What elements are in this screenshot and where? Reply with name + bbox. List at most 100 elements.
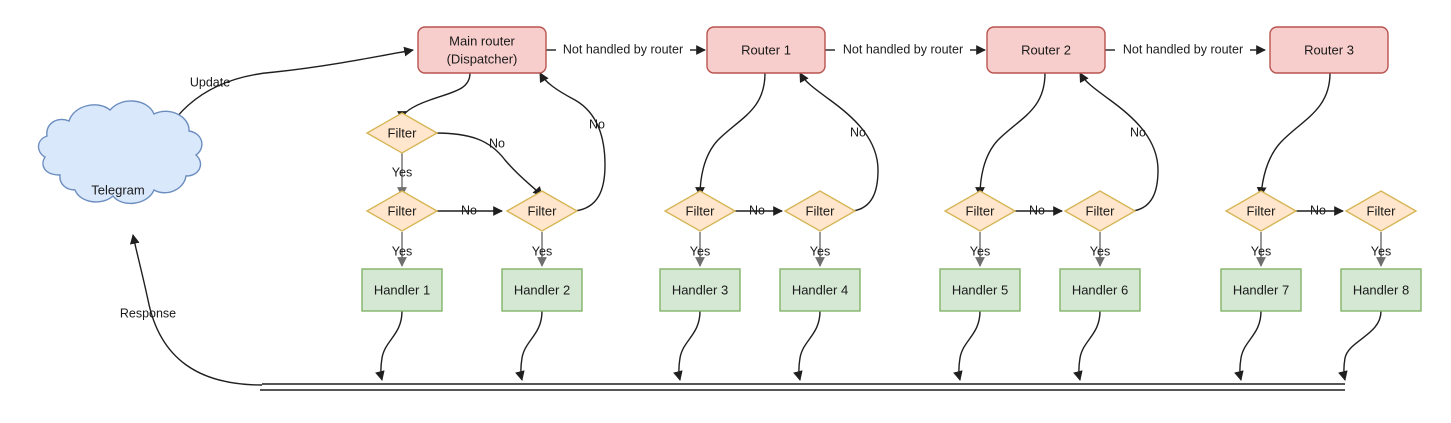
edge-label-no-main-mid: No [489,136,505,150]
main-router-box [417,26,547,74]
edge-label-yes-8: Yes [1251,244,1271,258]
edge-handler5-to-bus [953,310,981,381]
edge-label-not-handled-2: Not handled by router [843,42,963,56]
router-1-box [706,26,826,74]
handler-3-box [659,268,741,312]
edge-label-no-main-row: No [461,203,477,217]
node-main-router[interactable]: Main router (Dispatcher) [417,26,547,74]
edge-handler1-to-bus [375,310,403,381]
handler-2-box [501,268,583,312]
edge-label-no-r2-back: No [1130,125,1146,139]
node-label-router-3: Router 3 [1304,42,1354,57]
node-filter-7[interactable]: Filter [1063,190,1137,232]
edge-response [129,234,263,386]
node-label-filter-1: Filter [388,125,418,140]
node-label-handler-1: Handler 1 [374,282,430,297]
node-label-router-2: Router 2 [1021,42,1071,57]
edge-filter-c-no-back [539,72,606,212]
edge-label-no-r1-back: No [850,125,866,139]
node-handler-3[interactable]: Handler 3 [659,268,741,312]
filter-9-diamond [1344,190,1418,232]
node-label-main-router-line2: (Dispatcher) [447,51,518,66]
filter-8-diamond [1224,190,1298,232]
node-handler-8[interactable]: Handler 8 [1340,268,1422,312]
edge-label-no-main-back: No [589,117,605,131]
node-telegram-cloud[interactable]: Telegram [37,100,203,205]
edge-label-not-handled-1: Not handled by router [563,42,683,56]
filter-7-diamond [1063,190,1137,232]
edge-label-no-r3-mid: No [1310,203,1326,217]
filter-1-diamond [365,112,439,154]
node-label-filter-4: Filter [686,203,716,218]
edge-label-response: Response [120,306,176,320]
edge-label-not-handled-3: Not handled by router [1123,42,1243,56]
node-handler-5[interactable]: Handler 5 [939,268,1021,312]
handler-1-box [361,268,443,312]
node-label-telegram: Telegram [91,182,144,197]
edge-label-update: Update [190,75,230,89]
handler-5-box [939,268,1021,312]
node-label-filter-5: Filter [806,203,836,218]
node-label-handler-2: Handler 2 [514,282,570,297]
node-router-2[interactable]: Router 2 [986,26,1106,74]
node-label-handler-4: Handler 4 [792,282,848,297]
node-label-filter-2: Filter [388,203,418,218]
edge-r2-to-filter-f [975,72,1046,197]
node-filter-8[interactable]: Filter [1224,190,1298,232]
edge-filter-e-no-back [799,72,879,212]
node-handler-4[interactable]: Handler 4 [779,268,861,312]
node-label-router-1: Router 1 [741,42,791,57]
edge-filter-g-no-back [1079,72,1159,212]
node-filter-6[interactable]: Filter [943,190,1017,232]
node-handler-7[interactable]: Handler 7 [1220,268,1302,312]
node-handler-1[interactable]: Handler 1 [361,268,443,312]
node-handler-6[interactable]: Handler 6 [1059,268,1141,312]
node-filter-3[interactable]: Filter [505,190,579,232]
edge-label-yes-1: Yes [392,165,412,179]
edge-label-yes-2: Yes [392,244,412,258]
filter-2-diamond [365,190,439,232]
edge-label-yes-5: Yes [810,244,830,258]
edge-handler8-to-bus [1338,310,1382,381]
handler-6-box [1059,268,1141,312]
router-3-box [1269,26,1389,74]
node-label-handler-8: Handler 8 [1353,282,1409,297]
node-label-handler-5: Handler 5 [952,282,1008,297]
node-filter-1[interactable]: Filter [365,112,439,154]
filter-5-diamond [783,190,857,232]
node-router-3[interactable]: Router 3 [1269,26,1389,74]
filter-6-diamond [943,190,1017,232]
node-label-handler-7: Handler 7 [1233,282,1289,297]
edge-handler3-to-bus [673,310,701,381]
node-filter-4[interactable]: Filter [663,190,737,232]
node-handler-2[interactable]: Handler 2 [501,268,583,312]
node-filter-5[interactable]: Filter [783,190,857,232]
edge-label-no-r1-mid: No [749,203,765,217]
edge-label-yes-9: Yes [1371,244,1391,258]
filter-3-diamond [505,190,579,232]
edge-handler2-to-bus [515,310,543,381]
edge-filter-a-no [434,132,543,197]
handler-8-box [1340,268,1422,312]
node-label-filter-9: Filter [1367,203,1397,218]
handler-4-box [779,268,861,312]
edge-handler6-to-bus [1073,310,1101,381]
node-filter-2[interactable]: Filter [365,190,439,232]
edge-r3-to-filter-h [1256,72,1331,197]
edge-label-yes-6: Yes [970,244,990,258]
filter-4-diamond [663,190,737,232]
edge-label-yes-4: Yes [690,244,710,258]
edge-handler7-to-bus [1234,310,1262,381]
edge-r1-to-filter-d [695,72,766,197]
node-label-filter-8: Filter [1247,203,1277,218]
node-router-1[interactable]: Router 1 [706,26,826,74]
handler-7-box [1220,268,1302,312]
cloud-icon [37,100,203,205]
node-label-filter-6: Filter [966,203,996,218]
node-label-filter-7: Filter [1086,203,1116,218]
node-filter-9[interactable]: Filter [1344,190,1418,232]
edge-label-yes-3: Yes [532,244,552,258]
node-label-filter-3: Filter [528,203,558,218]
edge-label-yes-7: Yes [1090,244,1110,258]
